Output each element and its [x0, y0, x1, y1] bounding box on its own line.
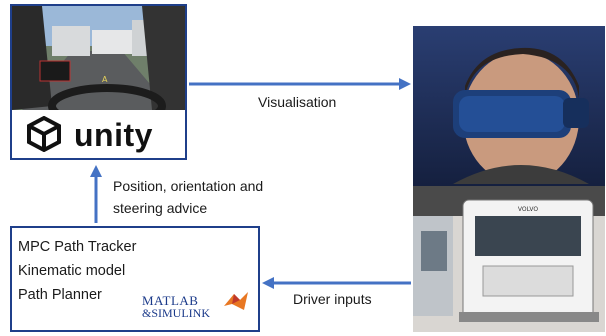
arrow-driver-inputs — [262, 277, 411, 289]
matlab-text: MATLAB — [142, 293, 199, 308]
position-orientation-label: Position, orientation and — [113, 178, 264, 194]
unity-logo-icon — [27, 116, 61, 152]
svg-text:VOLVO: VOLVO — [518, 206, 538, 213]
unity-logo-area — [12, 110, 185, 158]
unity-wordmark: unity — [74, 117, 153, 153]
svg-text:A: A — [102, 75, 108, 84]
matlab-membrane-icon — [224, 292, 248, 310]
matlab-simulink-logo: MATLAB &SIMULINK — [142, 294, 210, 320]
photo-illustration: VOLVO — [413, 26, 605, 332]
simulator-scene: A — [12, 6, 185, 110]
arrow-to-visualisation — [189, 78, 411, 90]
driving-simulator-screenshot: A — [12, 6, 185, 110]
simulink-text: &SIMULINK — [142, 306, 210, 320]
mpc-box: MPC Path Tracker Kinematic model Path Pl… — [10, 226, 260, 332]
arrow-to-unity — [90, 165, 102, 223]
kinematic-model-label: Kinematic model — [18, 263, 126, 279]
vr-and-truck-photo: VOLVO — [413, 26, 605, 332]
unity-box: A unity — [10, 4, 187, 160]
mpc-path-tracker-label: MPC Path Tracker — [18, 239, 137, 255]
visualisation-label: Visualisation — [258, 94, 337, 110]
steering-advice-label: steering advice — [113, 200, 208, 216]
path-planner-label: Path Planner — [18, 287, 102, 303]
driver-inputs-label: Driver inputs — [293, 291, 372, 307]
